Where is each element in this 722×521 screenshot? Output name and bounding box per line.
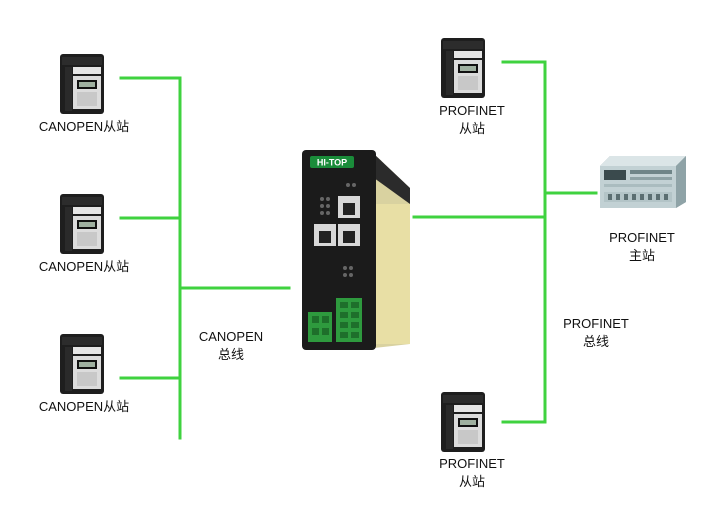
profinet-slave-device-bottom xyxy=(441,392,485,452)
gateway-brand-text: HI-TOP xyxy=(317,158,347,168)
canopen-slave-device-1 xyxy=(60,54,104,114)
canopen-slave-label-1: CANOPEN从站 xyxy=(38,119,130,134)
profinet-master-plc xyxy=(600,156,686,208)
profinet-slave-device-top xyxy=(441,38,485,98)
canopen-slave-device-2 xyxy=(60,194,104,254)
profinet-bus-label: PROFINET 总线 xyxy=(563,316,629,349)
profinet-slave-label-bottom: PROFINET 从站 xyxy=(439,456,505,489)
canopen-slave-device-3 xyxy=(60,334,104,394)
canopen-slave-label-3: CANOPEN从站 xyxy=(38,399,130,414)
gateway-brand-plate xyxy=(310,156,354,168)
profinet-master-label: PROFINET 主站 xyxy=(609,230,675,263)
canopen-slave-label-2: CANOPEN从站 xyxy=(38,259,130,274)
profinet-slave-label-top: PROFINET 从站 xyxy=(439,103,505,136)
canopen-bus-label: CANOPEN 总线 xyxy=(198,329,264,362)
gateway-device: HI-TOP xyxy=(302,150,410,350)
